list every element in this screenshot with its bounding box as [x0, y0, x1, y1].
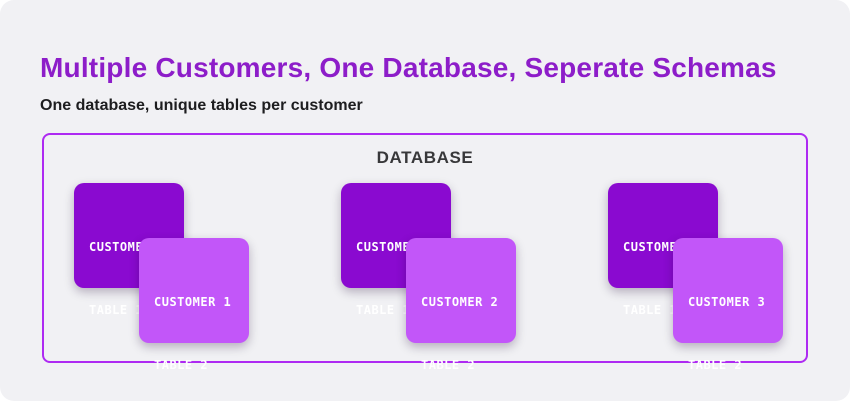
database-container: DATABASE CUSTOMER 1 TABLE 1 CUSTOMER 1 T… [42, 133, 808, 372]
customer-2-cluster: CUSTOMER 2 TABLE 1 CUSTOMER 2 TABLE 2 [341, 183, 516, 372]
card-line-table: TABLE 2 [421, 358, 476, 372]
customer-3-table-2-card: CUSTOMER 3 TABLE 2 [673, 238, 783, 372]
database-label: DATABASE [376, 148, 474, 167]
page-subtitle: One database, unique tables per customer [40, 97, 363, 114]
card-line-table: TABLE 2 [154, 358, 209, 372]
card-line-customer: CUSTOMER 2 [421, 295, 499, 309]
clusters-row: CUSTOMER 1 TABLE 1 CUSTOMER 1 TABLE 2 CU… [74, 183, 783, 372]
card-line-table: TABLE 1 [356, 303, 411, 317]
page-title: Multiple Customers, One Database, Sepera… [40, 51, 777, 83]
card-line-customer: CUSTOMER 3 [688, 295, 766, 309]
card-line-customer: CUSTOMER 1 [154, 295, 232, 309]
card-line-table: TABLE 2 [688, 358, 743, 372]
customer-3-cluster: CUSTOMER 3 TABLE 1 CUSTOMER 3 TABLE 2 [608, 183, 783, 372]
customer-1-table-2-card: CUSTOMER 1 TABLE 2 [139, 238, 249, 372]
customer-2-table-2-card: CUSTOMER 2 TABLE 2 [406, 238, 516, 372]
card-line-table: TABLE 1 [623, 303, 678, 317]
card-line-table: TABLE 1 [89, 303, 144, 317]
customer-1-table-1-card: CUSTOMER 1 TABLE 1 [74, 183, 184, 317]
customer-1-cluster: CUSTOMER 1 TABLE 1 CUSTOMER 1 TABLE 2 [74, 183, 249, 372]
page-background: Multiple Customers, One Database, Sepera… [0, 0, 850, 401]
